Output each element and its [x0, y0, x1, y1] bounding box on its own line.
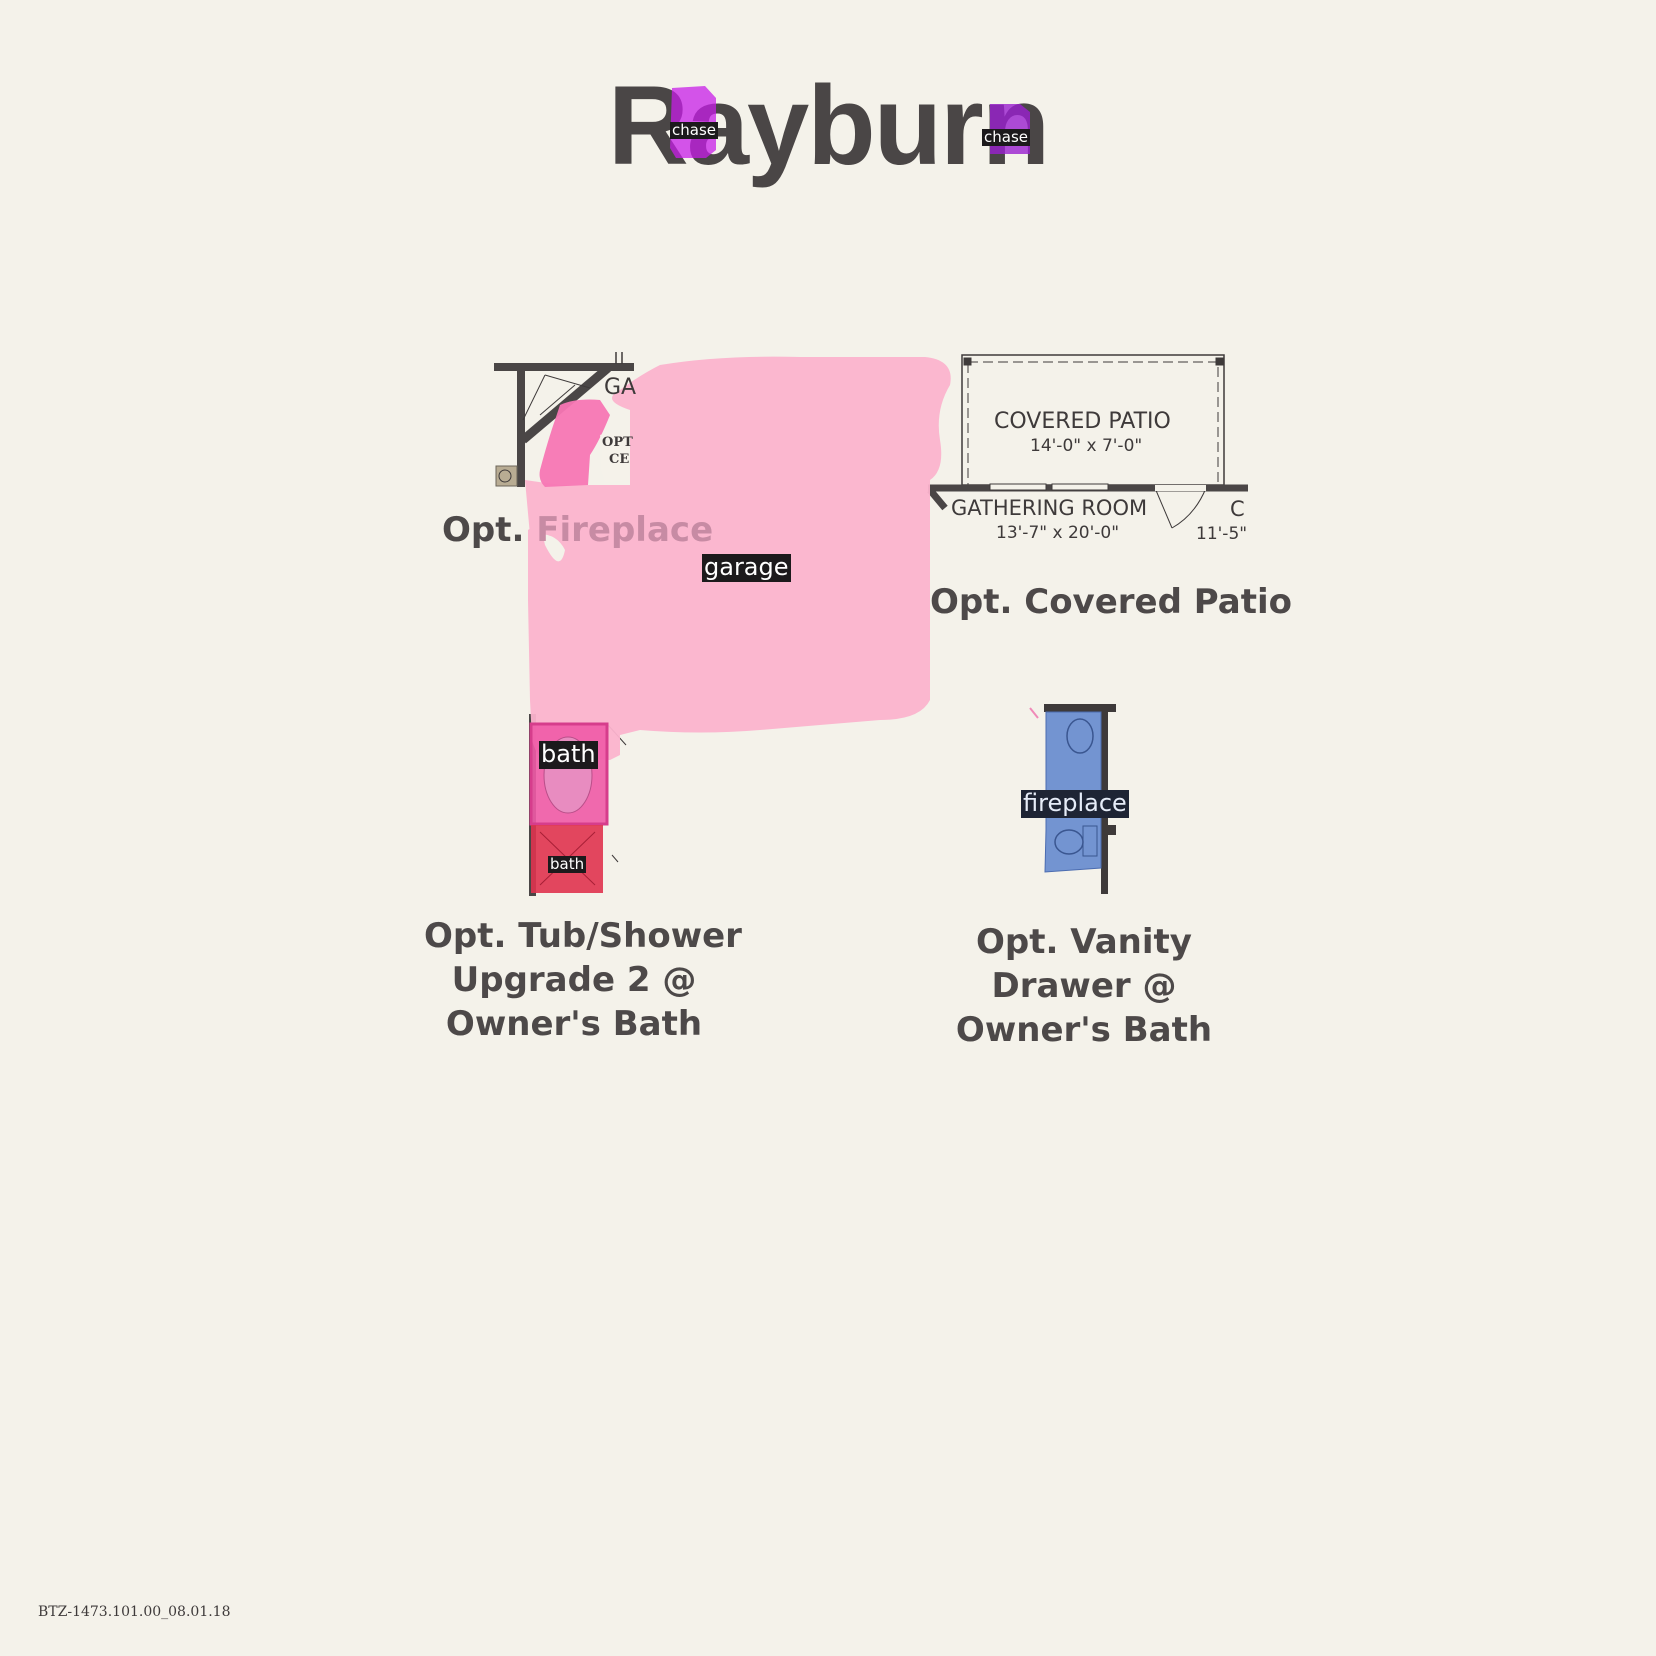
caption-tub-shower-line-3: Owner's Bath	[445, 1004, 703, 1044]
caption-fireplace: Opt. Fireplace	[442, 508, 713, 552]
tag-chase-left: chase	[670, 121, 718, 140]
fireplace-plan	[494, 352, 634, 487]
tag-fireplace: fireplace	[1021, 789, 1129, 818]
caption-tub-shower-line-2: Upgrade 2 @	[451, 960, 697, 1000]
fireplace-mask-opening	[600, 432, 630, 483]
tag-bath-upper: bath	[539, 740, 598, 769]
tag-chase-right: chase	[982, 128, 1030, 147]
caption-vanity-line-1: Opt. Vanity	[976, 922, 1192, 962]
covered-patio-label: COVERED PATIO	[994, 409, 1171, 434]
right-room-dims: 11'-5"	[1196, 524, 1248, 544]
caption-vanity-line-2: Drawer @	[991, 966, 1177, 1006]
gathering-room-dims: 13'-7" x 20'-0"	[996, 523, 1120, 543]
caption-tub-shower-line-1: Opt. Tub/Shower	[424, 916, 742, 956]
fireplace-mask-strong	[539, 399, 610, 487]
document-code: BTZ-1473.101.00_08.01.18	[38, 1604, 231, 1620]
gathering-room-label: GATHERING ROOM	[951, 496, 1148, 520]
covered-patio-dims: 14'-0" x 7'-0"	[1030, 436, 1143, 456]
tag-bath-lower: bath	[548, 855, 587, 874]
caption-fireplace-prefix: Opt.	[442, 510, 525, 550]
caption-vanity-line-3: Owner's Bath	[955, 1010, 1213, 1050]
covered-patio-plan	[927, 354, 1248, 529]
right-room-label: C	[1230, 497, 1245, 521]
caption-covered-patio: Opt. Covered Patio	[930, 582, 1292, 622]
opt-partial-label-1: OPT	[602, 435, 633, 450]
caption-fireplace-word: Fireplace	[536, 510, 714, 550]
opt-partial-label-2: CE	[609, 452, 630, 467]
garage-partial-label: GA	[604, 375, 637, 400]
caption-tub-shower: Opt. Tub/Shower Upgrade 2 @ Owner's Bath	[424, 914, 742, 1046]
caption-vanity: Opt. Vanity Drawer @ Owner's Bath	[934, 920, 1234, 1052]
tag-garage: garage	[702, 553, 791, 582]
